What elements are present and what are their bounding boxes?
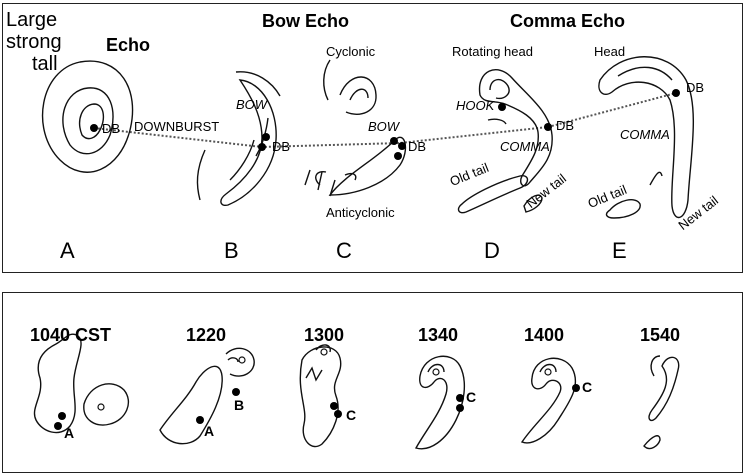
- downburst-dot-d: [544, 123, 552, 131]
- hook-dot-d: [498, 103, 506, 111]
- downburst-dot-c1: [390, 137, 398, 145]
- dot-1040-ring: [98, 404, 104, 410]
- downburst-dot-c3: [394, 152, 402, 160]
- downburst-label: DOWNBURST: [134, 120, 219, 133]
- downburst-dot-b1: [262, 133, 270, 141]
- dot-1400-c: [572, 384, 580, 392]
- downburst-dot-e: [672, 89, 680, 97]
- point-label-1040: A: [64, 426, 74, 440]
- title-bow-echo: Bow Echo: [262, 12, 349, 30]
- label-echo: Echo: [106, 36, 150, 54]
- time-echo-1540: [644, 356, 679, 448]
- point-label-1220-b: B: [234, 398, 244, 412]
- time-label-1300: 1300: [304, 326, 344, 344]
- dot-1220-b: [232, 388, 240, 396]
- dot-1340-c2: [456, 404, 464, 412]
- hook-label: HOOK: [456, 99, 494, 112]
- cyclonic-label: Cyclonic: [326, 45, 375, 58]
- point-label-1300: C: [346, 408, 356, 422]
- time-label-1340: 1340: [418, 326, 458, 344]
- dot-1040-a2: [54, 422, 62, 430]
- echo-a-shape: [43, 61, 133, 172]
- comma-label-e: COMMA: [620, 128, 670, 141]
- dot-1220-ring: [239, 357, 245, 363]
- dot-1400-ring: [545, 369, 551, 375]
- downburst-dot-c2: [398, 142, 406, 150]
- db-label-d: DB: [556, 119, 574, 132]
- bow-label-b: BOW: [236, 98, 267, 111]
- stage-letter-b: B: [224, 240, 239, 262]
- label-tall: tall: [32, 54, 58, 74]
- downburst-dot-a: [90, 124, 98, 132]
- time-label-1400: 1400: [524, 326, 564, 344]
- time-label-1040: 1040 CST: [30, 326, 111, 344]
- stage-letter-a: A: [60, 240, 75, 262]
- dot-1300-c2: [334, 410, 342, 418]
- dot-1040-a1: [58, 412, 66, 420]
- downburst-dot-b2: [258, 143, 266, 151]
- db-label-b: DB: [272, 140, 290, 153]
- time-echo-1340: [416, 356, 464, 448]
- time-echo-1300: [300, 345, 340, 447]
- bow-label-c: BOW: [368, 120, 399, 133]
- time-echo-1040: [34, 334, 128, 432]
- dot-1340-ring: [433, 369, 439, 375]
- label-large: Large: [6, 10, 57, 30]
- dot-1220-a: [196, 416, 204, 424]
- time-echo-1400: [522, 358, 575, 443]
- db-label-e: DB: [686, 81, 704, 94]
- time-label-1220: 1220: [186, 326, 226, 344]
- time-label-1540: 1540: [640, 326, 680, 344]
- dot-1300-ring: [321, 349, 327, 355]
- rotating-head-label: Rotating head: [452, 45, 533, 58]
- comma-label-d: COMMA: [500, 140, 550, 153]
- stage-letter-e: E: [612, 240, 627, 262]
- anticyclonic-label: Anticyclonic: [326, 206, 395, 219]
- stage-letter-c: C: [336, 240, 352, 262]
- point-label-1340: C: [466, 390, 476, 404]
- title-comma-echo: Comma Echo: [510, 12, 625, 30]
- point-label-1400: C: [582, 380, 592, 394]
- stage-letter-d: D: [484, 240, 500, 262]
- point-label-1220-a: A: [204, 424, 214, 438]
- db-label-a: DB: [102, 122, 120, 135]
- dot-1300-c1: [330, 402, 338, 410]
- label-strong: strong: [6, 32, 62, 52]
- dot-1340-c1: [456, 394, 464, 402]
- head-label: Head: [594, 45, 625, 58]
- db-label-c: DB: [408, 140, 426, 153]
